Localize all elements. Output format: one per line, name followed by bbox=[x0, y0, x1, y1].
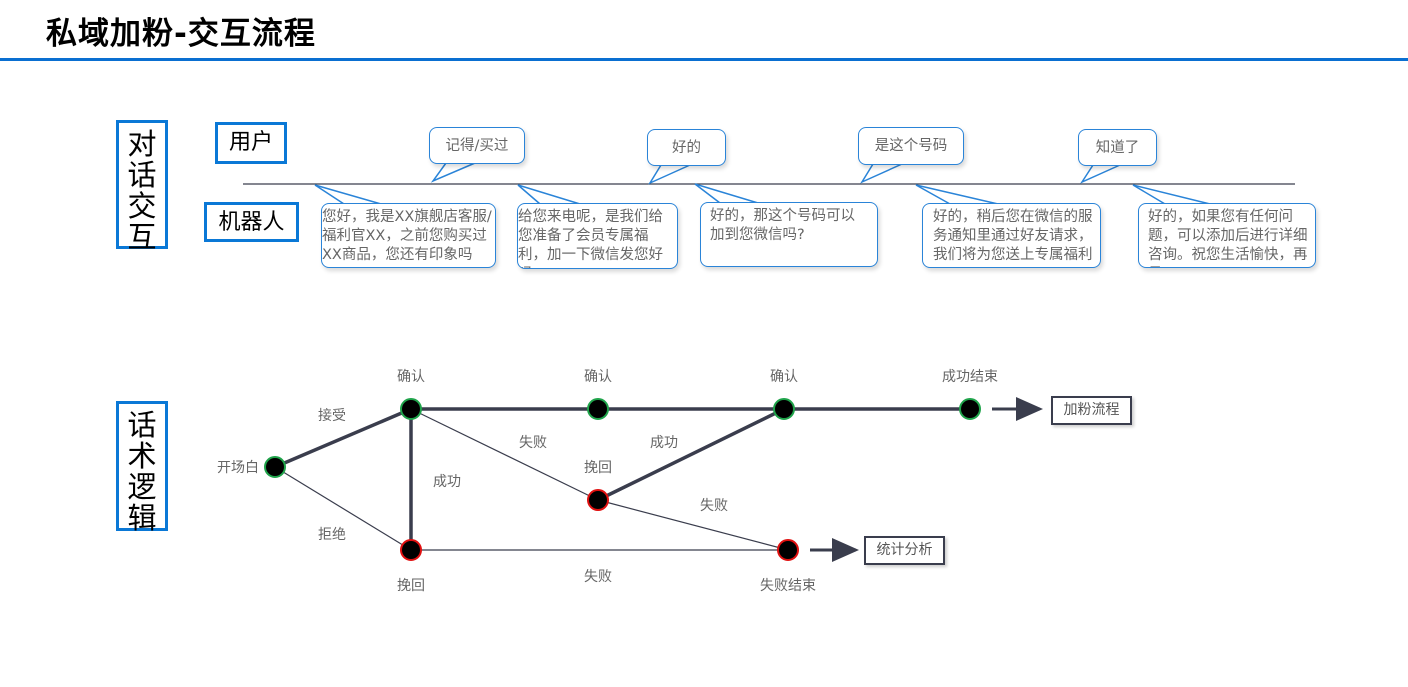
node-retain-bottom bbox=[400, 539, 422, 561]
edge-label-accept: 接受 bbox=[318, 408, 346, 424]
bot-bubble: 给您来电呢，是我们给您准备了会员专属福利，加一下微信发您好吗 bbox=[517, 203, 678, 269]
section-label-dialog: 对话交互 bbox=[116, 120, 168, 253]
user-bubble: 好的 bbox=[647, 129, 726, 166]
section-label-logic: 话术逻辑 bbox=[116, 401, 168, 534]
node-label-start: 开场白 bbox=[217, 460, 259, 476]
bubble-tails bbox=[314, 162, 1211, 205]
user-bubble: 是这个号码 bbox=[858, 127, 964, 165]
node-confirm2 bbox=[587, 398, 609, 420]
user-bubble: 知道了 bbox=[1078, 129, 1157, 166]
bot-bubble: 好的，那这个号码可以加到您微信吗? bbox=[700, 202, 878, 267]
node-retain-mid bbox=[587, 489, 609, 511]
edge-label-reject: 拒绝 bbox=[318, 527, 346, 543]
edge-reject bbox=[274, 466, 412, 551]
node-label-fail-end: 失败结束 bbox=[760, 578, 816, 594]
edge-label-fail: 失败 bbox=[519, 435, 547, 451]
output-stats: 统计分析 bbox=[864, 536, 945, 565]
role-user: 用户 bbox=[215, 122, 287, 164]
node-confirm3 bbox=[773, 398, 795, 420]
edge-label-success: 成功 bbox=[650, 435, 678, 451]
node-start bbox=[264, 456, 286, 478]
node-success-end bbox=[959, 398, 981, 420]
edge-label-fail: 失败 bbox=[700, 498, 728, 514]
node-fail-end bbox=[777, 539, 799, 561]
edge-fail-diag2 bbox=[597, 499, 789, 551]
node-confirm1 bbox=[400, 398, 422, 420]
bot-bubble: 您好，我是XX旗舰店客服/福利官XX，之前您购买过XX商品，您还有印象吗 bbox=[321, 203, 496, 268]
output-add-fans: 加粉流程 bbox=[1051, 396, 1132, 425]
node-label-confirm2: 确认 bbox=[584, 369, 612, 385]
bot-bubble: 好的，稍后您在微信的服务通知里通过好友请求，我们将为您送上专属福利 bbox=[922, 203, 1101, 268]
bot-bubble: 好的，如果您有任何问题，可以添加后进行详细咨询。祝您生活愉快，再见! bbox=[1138, 203, 1316, 268]
node-label-confirm3: 确认 bbox=[770, 369, 798, 385]
node-label-retain-bottom: 挽回 bbox=[397, 578, 425, 594]
edge-label-fail: 失败 bbox=[584, 569, 612, 585]
node-label-success-end: 成功结束 bbox=[942, 369, 998, 385]
edge-label-success: 成功 bbox=[433, 474, 461, 490]
role-bot: 机器人 bbox=[204, 202, 299, 242]
page-title: 私域加粉-交互流程 bbox=[46, 16, 316, 52]
user-bubble: 记得/买过 bbox=[429, 127, 525, 164]
edge-fail-diag bbox=[410, 408, 599, 501]
edge-accept bbox=[274, 407, 412, 469]
node-label-confirm1: 确认 bbox=[397, 369, 425, 385]
title-divider bbox=[0, 58, 1408, 61]
node-label-retain-mid: 挽回 bbox=[584, 460, 612, 476]
edge-success-diag bbox=[597, 407, 785, 502]
